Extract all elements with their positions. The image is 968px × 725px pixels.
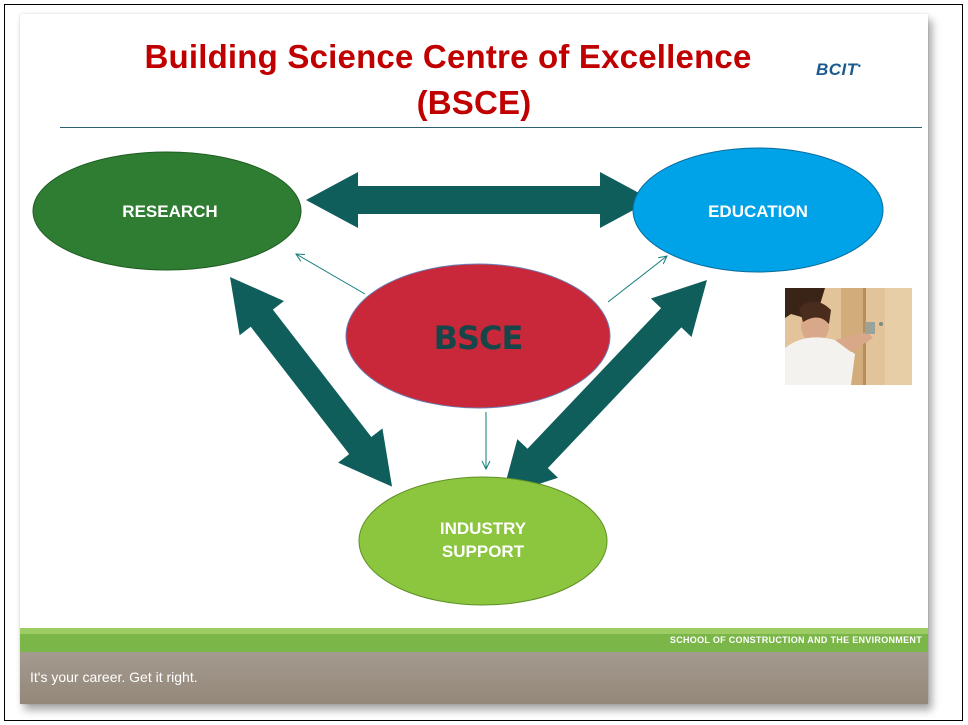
node-industry-label-1: INDUSTRY — [440, 519, 527, 538]
footer-green-highlight — [20, 628, 928, 634]
footer-grey-band — [20, 652, 928, 704]
arrow-education-industry — [501, 280, 707, 497]
node-research-label: RESEARCH — [122, 202, 217, 221]
node-research: RESEARCH — [32, 151, 302, 271]
slide-title-line-1: Building Science Centre of Excellence — [144, 38, 752, 75]
bcit-logo-text: BCIT — [816, 60, 858, 79]
student-photo-image — [785, 288, 912, 385]
bcit-logo-mark: • — [857, 60, 862, 71]
arrow-research-education — [306, 172, 652, 228]
node-industry-support: INDUSTRY SUPPORT — [358, 476, 608, 606]
thin-arrow-to-education — [607, 256, 667, 303]
thin-arrow-to-research — [296, 254, 366, 295]
node-education-label: EDUCATION — [708, 202, 808, 221]
node-industry-label-2: SUPPORT — [442, 542, 525, 561]
node-education: EDUCATION — [632, 147, 884, 273]
node-bsce-center: BSCE — [345, 263, 611, 409]
bsce-diagram: RESEARCH EDUCATION INDUSTRY SUPPORT BSCE — [32, 147, 884, 606]
slide-title-line-2: (BSCE) — [416, 84, 532, 121]
arrow-research-industry — [230, 277, 393, 487]
node-bsce-label: BSCE — [434, 319, 523, 357]
bcit-logo: BCIT• — [816, 60, 861, 80]
title-divider — [60, 127, 922, 128]
footer-school-name: SCHOOL OF CONSTRUCTION AND THE ENVIRONME… — [669, 635, 922, 645]
footer-tagline: It's your career. Get it right. — [30, 669, 198, 685]
student-photo — [785, 288, 912, 385]
slide: Building Science Centre of Excellence (B… — [20, 14, 928, 704]
